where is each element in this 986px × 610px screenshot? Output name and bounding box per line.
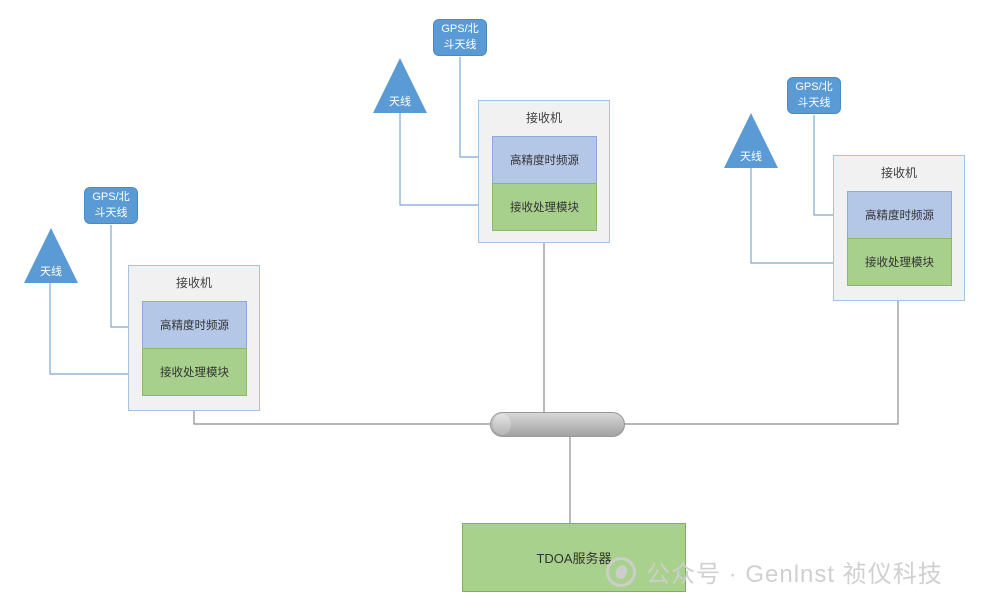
gps-beidou-antenna-label: GPS/北 斗天线 [84,187,138,224]
receiver-title: 接收机 [880,166,917,180]
gps-label-line1: GPS/北 [795,80,833,93]
antenna-connector-middle [399,113,490,209]
gps-label-line1: GPS/北 [92,190,130,203]
antenna-connector-right [750,168,845,267]
antenna-label: 天线 [389,96,411,108]
gps-label-line2: 斗天线 [797,96,831,109]
gps-label-line2: 斗天线 [94,206,128,219]
receiver-title: 接收机 [175,276,212,290]
timing-module: 高精度时频源 [492,136,597,184]
processing-module: 接收处理模块 [492,183,597,231]
processing-module: 接收处理模块 [847,238,952,286]
receiver-box: 接收机 高精度时频源 接收处理模块 [478,100,610,243]
tdoa-server-box: TDOA服务器 [462,523,686,592]
gps-beidou-antenna-label: GPS/北 斗天线 [787,77,841,114]
gps-beidou-antenna-label: GPS/北 斗天线 [433,19,487,56]
receiver-title: 接收机 [525,111,562,125]
receiver-box: 接收机 高精度时频源 接收处理模块 [833,155,965,301]
bus-connector-left [193,411,492,425]
gps-label-line2: 斗天线 [443,38,477,51]
timing-module: 高精度时频源 [142,301,247,349]
antenna-label: 天线 [740,151,762,163]
network-bus-cylinder [490,412,625,437]
timing-module: 高精度时频源 [847,191,952,239]
receiver-box: 接收机 高精度时频源 接收处理模块 [128,265,260,411]
tdoa-server-label: TDOA服务器 [536,551,612,566]
bus-connector-right [623,301,899,425]
antenna-label: 天线 [40,266,62,278]
processing-module: 接收处理模块 [142,348,247,396]
antenna-connector-left [49,283,140,378]
gps-label-line1: GPS/北 [441,22,479,35]
